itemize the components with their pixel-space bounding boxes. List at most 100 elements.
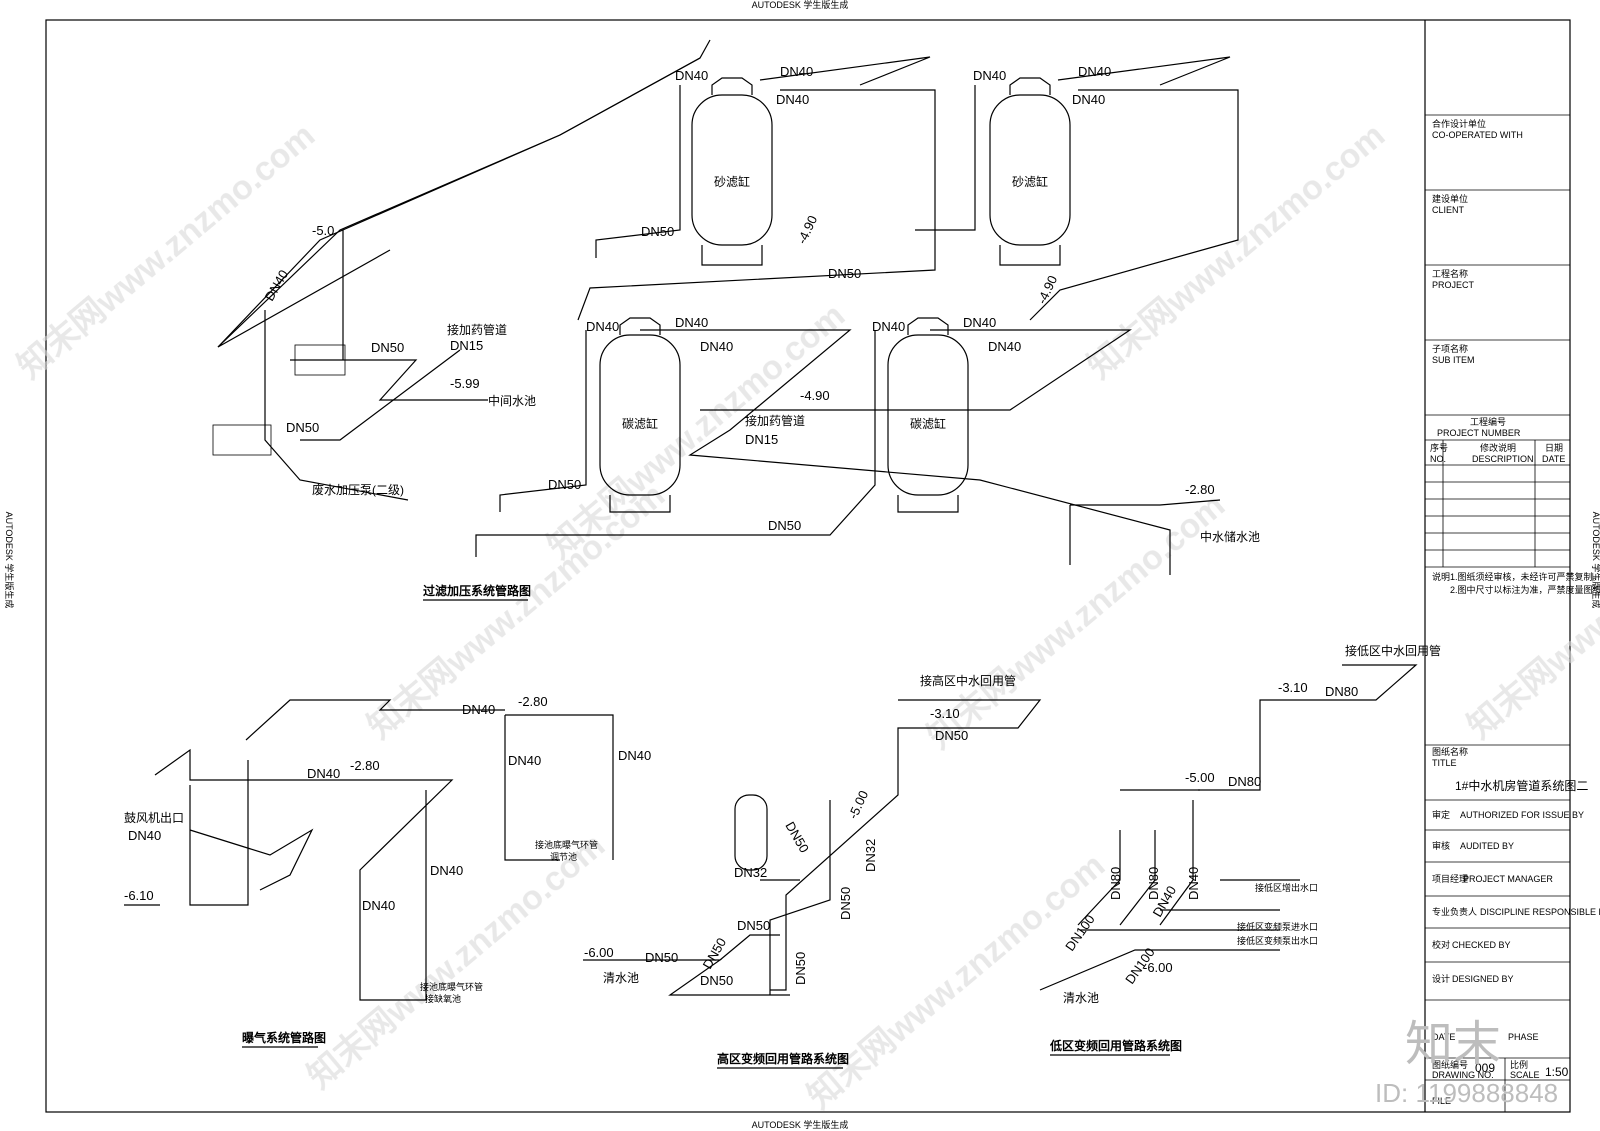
lbl-dn40-h: DN40 [675, 315, 708, 330]
brand-id: ID: 1199888848 [1375, 1078, 1558, 1108]
tb-pm: PROJECT MANAGER [1463, 874, 1553, 884]
hz-dn50-a: DN50 [935, 728, 968, 743]
tb-note1: 1.图纸须经审核，未经许可严禁复制。 [1450, 571, 1600, 582]
hz-dn50-d: DN50 [793, 952, 808, 985]
tb-checked: CHECKED BY [1452, 940, 1511, 950]
hz-dn32-b: DN32 [734, 865, 767, 880]
sand-tank-2-label: 砂滤缸 [1012, 174, 1048, 189]
tb-client-cn: 建设单位 [1432, 193, 1468, 204]
header-top: AUTODESK 学生版生成 [752, 0, 849, 10]
tb-pm-cn: 项目经理 [1432, 873, 1468, 884]
tb-col-desc-cn: 修改说明 [1480, 442, 1516, 453]
aer-dn40-d: DN40 [618, 748, 651, 763]
sand-tank-1-label: 砂滤缸 [714, 174, 750, 189]
aer-elev-280-a: -2.80 [350, 758, 380, 773]
lbl-dn40-l: DN40 [988, 339, 1021, 354]
lbl-dn40-j: DN40 [872, 319, 905, 334]
hz-dn50-h: DN50 [700, 973, 733, 988]
tb-audited-cn: 审核 [1432, 840, 1450, 851]
lbl-dn40-b: DN40 [780, 64, 813, 79]
header-right: AUTODESK 学生版生成 [1591, 512, 1600, 609]
lbl-dn50-c: DN50 [548, 477, 581, 492]
aer-to-tank2: 接池底曝气环管 [420, 981, 483, 992]
aer-elev-610: -6.10 [124, 888, 154, 903]
tb-project-en: PROJECT [1432, 280, 1475, 290]
lbl-dn50-d: DN50 [768, 518, 801, 533]
tb-designed: DESIGNED BY [1452, 974, 1514, 984]
aer-to-tank1-b: 调节池 [550, 851, 577, 862]
lz-out1: 接低区增出水口 [1255, 882, 1318, 893]
tb-sub-cn: 子项名称 [1432, 343, 1468, 354]
aer-dn40-e: DN40 [430, 863, 463, 878]
tb-approved: AUTHORIZED FOR ISSUE BY [1460, 810, 1584, 820]
tb-scale-cn: 比例 [1510, 1059, 1528, 1070]
tb-phase-en: PHASE [1508, 1032, 1539, 1042]
tb-scale-en: SCALE [1510, 1070, 1540, 1080]
tb-client-en: CLIENT [1432, 205, 1465, 215]
lz-dn80-c: DN80 [1108, 867, 1123, 900]
title-block: 合作设计单位 CO-OPERATED WITH 建设单位 CLIENT 工程名称… [1425, 114, 1600, 1112]
tb-notes-label: 说明 [1432, 571, 1450, 582]
drawing-frame [45, 19, 1571, 1113]
tb-checked-cn: 校对 [1432, 939, 1450, 950]
tb-col-date-en: DATE [1542, 454, 1565, 464]
lbl-pump: 废水加压泵(二级) [312, 482, 404, 497]
tb-date-en: DATE [1432, 1032, 1455, 1042]
tb-discipline-cn: 专业负责人 [1432, 906, 1477, 917]
hz-elev-500: -5.00 [845, 788, 871, 821]
sand-tank-1: 砂滤缸 [691, 77, 773, 266]
tb-col-date-cn: 日期 [1545, 443, 1563, 453]
tb-file-en: FILE [1432, 1096, 1451, 1106]
filter-system-title: 过滤加压系统管路图 [423, 583, 531, 598]
svg-text:知末网www.znzmo.com: 知末网www.znzmo.com [921, 486, 1232, 756]
header-left: AUTODESK 学生版生成 [4, 512, 15, 609]
lbl-dn40-k: DN40 [963, 315, 996, 330]
hz-to-use: 接高区中水回用管 [920, 673, 1016, 688]
lbl-elev-280: -2.80 [1185, 482, 1215, 497]
lbl-dn50-pump-a: DN50 [371, 340, 404, 355]
hz-dn32-a: DN32 [863, 839, 878, 872]
svg-text:知末网www.znzmo.com: 知末网www.znzmo.com [11, 116, 322, 386]
carbon-tank-1: 碳滤缸 [599, 317, 681, 513]
low-zone-title: 低区变频回用管路系统图 [1049, 1038, 1182, 1053]
tb-title-en: TITLE [1432, 758, 1457, 768]
tb-designed-cn: 设计 [1432, 973, 1450, 984]
lbl-elev-490-b: -4.90 [794, 213, 820, 246]
tb-note2: 2.图中尺寸以标注为准，严禁度量图纸。 [1450, 584, 1600, 595]
lbl-dn15-b: DN15 [450, 338, 483, 353]
lbl-pool-store: 中水储水池 [1200, 529, 1260, 544]
hz-dn50-c: DN50 [838, 887, 853, 920]
lbl-dn15-a: DN15 [745, 432, 778, 447]
lbl-dn40-f: DN40 [1072, 92, 1105, 107]
tb-project-cn: 工程名称 [1432, 268, 1468, 279]
lbl-elev-490-c: -4.90 [1034, 273, 1060, 306]
lz-to-use: 接低区中水回用管 [1345, 643, 1441, 658]
tb-scale: 1:50 [1545, 1065, 1569, 1079]
lbl-dn50-a: DN50 [641, 224, 674, 239]
lz-dn100-a: DN100 [1062, 912, 1097, 954]
lbl-dn40-a: DN40 [675, 68, 708, 83]
aer-to-tank1: 接池底曝气环管 [535, 839, 598, 850]
lbl-dn40-g: DN40 [586, 319, 619, 334]
lz-dn80-d: DN80 [1146, 867, 1161, 900]
tb-drawno-en: DRAWING NO. [1432, 1070, 1494, 1080]
tb-coop-en: CO-OPERATED WITH [1432, 130, 1523, 140]
tb-audited: AUDITED BY [1460, 841, 1514, 851]
aer-blower: 鼓风机出口 [124, 811, 184, 825]
lbl-dn40-c: DN40 [776, 92, 809, 107]
carbon-tank-2: 碳滤缸 [887, 317, 969, 513]
lz-dn40-a: DN40 [1186, 867, 1201, 900]
lbl-dn40-i: DN40 [700, 339, 733, 354]
lz-elev-310: -3.10 [1278, 680, 1308, 695]
tb-drawno-cn: 图纸编号 [1432, 1059, 1468, 1070]
aer-dn40-b: DN40 [462, 702, 495, 717]
sand-tank-2: 砂滤缸 [989, 77, 1071, 266]
tb-sub-en: SUB ITEM [1432, 355, 1475, 365]
lz-elev-600: -6.00 [1143, 960, 1173, 975]
lz-pool: 清水池 [1063, 991, 1099, 1005]
brand-logo: 知末 [1405, 1018, 1501, 1071]
hz-elev-310: -3.10 [930, 706, 960, 721]
lbl-elev-490-a: -4.90 [800, 388, 830, 403]
lbl-dn50-pump-b: DN50 [286, 420, 319, 435]
